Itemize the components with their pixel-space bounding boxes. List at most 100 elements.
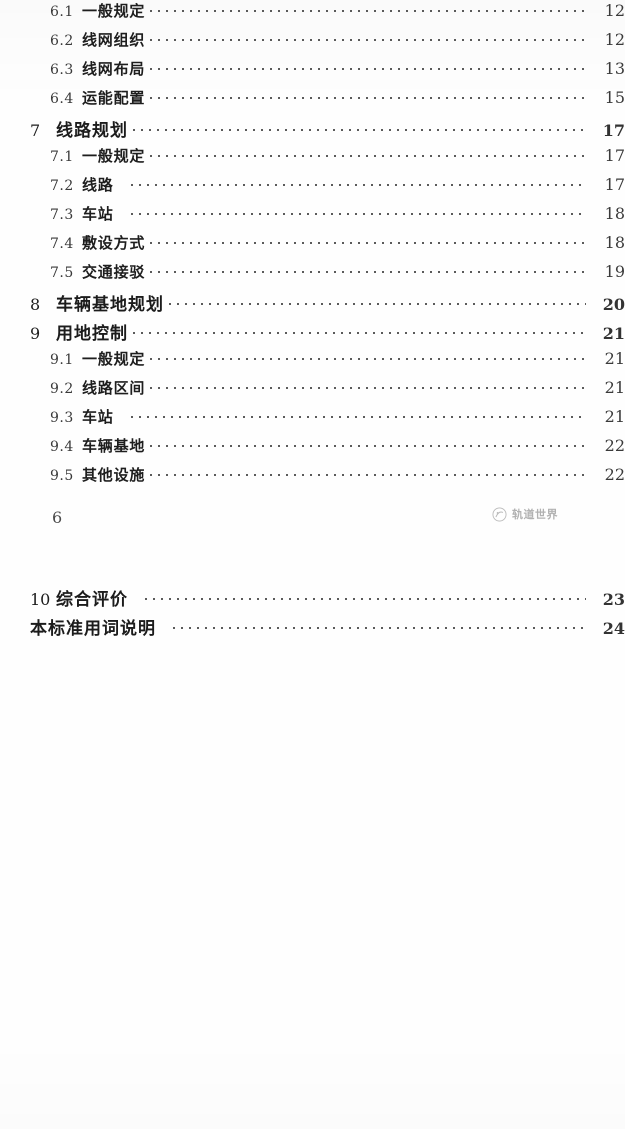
toc-entry-page-number: 22	[604, 436, 625, 455]
toc-dot-leader	[127, 407, 586, 422]
toc-entry-title: 一般规定	[82, 2, 146, 20]
toc-entry[interactable]: 9.5 其他设施 22	[0, 464, 625, 493]
toc-section-upper: 6.1 一般规定 12 6.2 线网组织 12 6.3 线网布局 13 6.4 运能配置 15 7 线路规…	[0, 0, 625, 493]
toc-dot-leader	[142, 588, 586, 605]
toc-entry[interactable]: 6.3 线网布局 13	[0, 58, 625, 87]
toc-entry-page-number: 17	[604, 175, 625, 194]
rail-world-logo-icon	[492, 507, 507, 521]
toc-entry-title: 一般规定	[82, 350, 146, 368]
toc-entry-number: 6.1	[50, 4, 74, 20]
toc-entry-page-number: 23	[602, 590, 625, 609]
toc-dot-leader	[147, 1, 586, 16]
toc-entry-page-number: 21	[604, 407, 625, 426]
toc-dot-leader	[147, 30, 586, 45]
toc-entry-title: 一般规定	[82, 147, 146, 165]
toc-entry[interactable]: 8 车辆基地规划 20	[0, 290, 625, 319]
toc-entry-number: 9.2	[50, 381, 74, 397]
toc-entry-page-number: 12	[604, 30, 625, 49]
toc-entry[interactable]: 9.1 一般规定 21	[0, 348, 625, 377]
toc-entry-number: 8	[30, 295, 41, 314]
toc-dot-leader	[147, 349, 586, 364]
toc-entry-title: 用地控制	[56, 324, 128, 344]
toc-entry[interactable]: 9 用地控制 21	[0, 319, 625, 348]
toc-entry-page-number: 12	[604, 1, 625, 20]
toc-entry-number: 7.3	[50, 207, 74, 223]
toc-entry[interactable]: 本标准用词说明 24	[0, 614, 625, 643]
toc-entry-number: 9.3	[50, 410, 74, 426]
toc-entry[interactable]: 7.1 一般规定 17	[0, 145, 625, 174]
page-folio-number: 6	[52, 508, 63, 527]
toc-entry-number: 7.4	[50, 236, 74, 252]
toc-entry-number: 7.5	[50, 265, 74, 281]
toc-entry-title: 其他设施	[82, 466, 146, 484]
toc-entry[interactable]: 7 线路规划 17	[0, 116, 625, 145]
toc-entry-title: 线网组织	[82, 31, 146, 49]
toc-entry-number: 9.4	[50, 439, 74, 455]
toc-dot-leader	[127, 175, 586, 190]
toc-entry-page-number: 21	[602, 324, 625, 343]
toc-entry[interactable]: 7.4 敷设方式 18	[0, 232, 625, 261]
toc-entry-title: 交通接驳	[82, 263, 146, 281]
toc-entry-page-number: 15	[604, 88, 625, 107]
toc-dot-leader	[147, 465, 586, 480]
toc-dot-leader	[147, 59, 586, 74]
toc-entry-number: 10	[30, 590, 51, 609]
toc-entry[interactable]: 6.2 线网组织 12	[0, 29, 625, 58]
toc-entry-page-number: 18	[604, 204, 625, 223]
toc-entry-page-number: 13	[604, 59, 625, 78]
toc-entry-title: 线路	[82, 176, 114, 194]
toc-entry-page-number: 24	[602, 619, 625, 638]
toc-dot-leader	[147, 233, 586, 248]
toc-entry-title: 运能配置	[82, 89, 146, 107]
toc-entry-title: 车站	[82, 408, 114, 426]
toc-entry-title: 线路规划	[56, 121, 128, 141]
toc-entry[interactable]: 7.5 交通接驳 19	[0, 261, 625, 290]
toc-entry-number: 6.4	[50, 91, 74, 107]
toc-dot-leader	[147, 436, 586, 451]
toc-entry-title: 本标准用词说明	[30, 619, 156, 639]
toc-entry[interactable]: 10 综合评价 23	[0, 585, 625, 614]
toc-dot-leader	[127, 204, 586, 219]
toc-entry-number: 9.5	[50, 468, 74, 484]
toc-entry[interactable]: 6.4 运能配置 15	[0, 87, 625, 116]
toc-dot-leader	[147, 378, 586, 393]
toc-entry-title: 车辆基地规划	[56, 295, 164, 315]
toc-entry-number: 7.2	[50, 178, 74, 194]
toc-entry[interactable]: 6.1 一般规定 12	[0, 0, 625, 29]
toc-entry-title: 车辆基地	[82, 437, 146, 455]
toc-entry-page-number: 17	[602, 121, 625, 140]
toc-entry-page-number: 20	[602, 295, 625, 314]
toc-entry-title: 敷设方式	[82, 234, 146, 252]
toc-entry-number: 9.1	[50, 352, 74, 368]
toc-dot-leader	[130, 119, 586, 136]
toc-entry-page-number: 19	[604, 262, 625, 281]
toc-entry-title: 综合评价	[56, 590, 128, 610]
toc-entry[interactable]: 9.3 车站 21	[0, 406, 625, 435]
toc-entry-number: 7	[30, 121, 41, 140]
toc-dot-leader	[147, 146, 586, 161]
toc-section-lower: 10 综合评价 23 本标准用词说明 24	[0, 585, 625, 643]
toc-entry-page-number: 21	[604, 349, 625, 368]
toc-dot-leader	[147, 88, 586, 103]
toc-entry-page-number: 21	[604, 378, 625, 397]
toc-dot-leader	[130, 322, 586, 339]
toc-entry-page-number: 22	[604, 465, 625, 484]
toc-entry[interactable]: 7.3 车站 18	[0, 203, 625, 232]
toc-dot-leader	[147, 262, 586, 277]
toc-entry[interactable]: 7.2 线路 17	[0, 174, 625, 203]
toc-entry-page-number: 18	[604, 233, 625, 252]
toc-dot-leader	[166, 293, 586, 310]
toc-entry[interactable]: 9.4 车辆基地 22	[0, 435, 625, 464]
toc-entry-title: 车站	[82, 205, 114, 223]
toc-entry-number: 9	[30, 324, 41, 343]
toc-entry-number: 6.2	[50, 33, 74, 49]
toc-entry-title: 线网布局	[82, 60, 146, 78]
toc-entry-page-number: 17	[604, 146, 625, 165]
toc-entry-number: 7.1	[50, 149, 74, 165]
toc-dot-leader	[170, 617, 586, 634]
watermark: 轨道世界	[492, 506, 558, 522]
toc-entry-number: 6.3	[50, 62, 74, 78]
watermark-text: 轨道世界	[512, 508, 558, 521]
